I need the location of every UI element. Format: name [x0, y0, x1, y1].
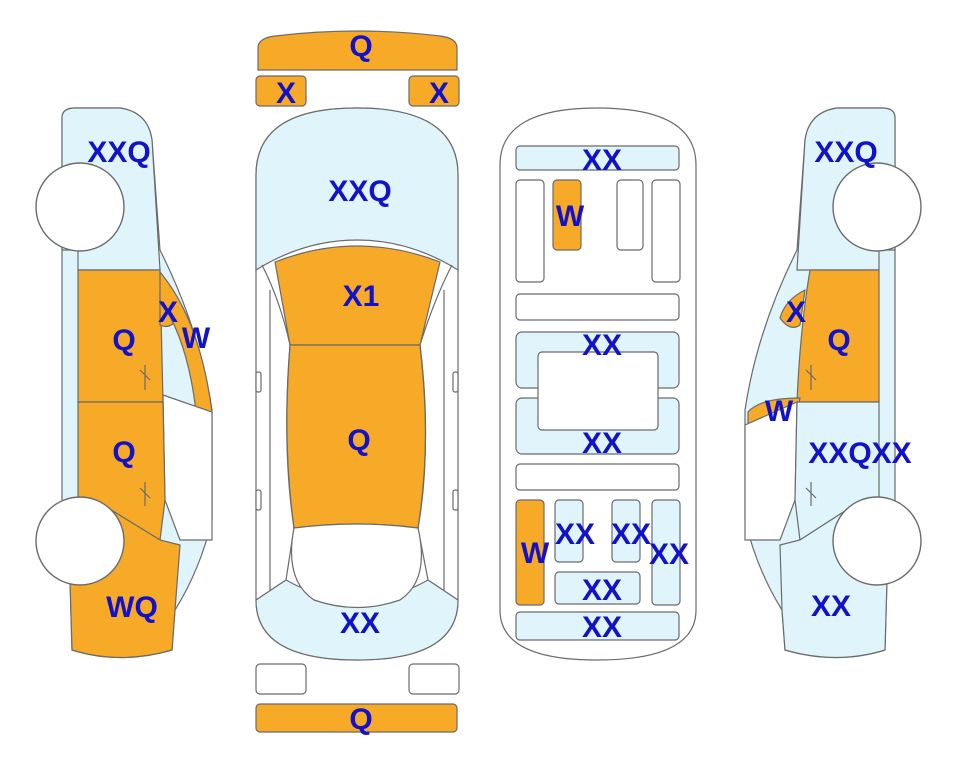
- top-left-headlight[interactable]: [255, 75, 307, 107]
- top-left-mirror: [255, 371, 262, 393]
- top-hood[interactable]: [274, 245, 441, 346]
- top-windshield[interactable]: [255, 107, 459, 272]
- mark-right-a-pillar: X: [786, 296, 806, 329]
- floor-rear-bottom-upper[interactable]: [554, 571, 641, 605]
- mark-top-rear-window: XX: [340, 607, 380, 640]
- mark-floor-middle-upper: XX: [582, 329, 622, 362]
- top-right-mirror: [452, 371, 459, 393]
- mark-floor-front: XX: [582, 144, 622, 177]
- floor-rear-left[interactable]: [515, 499, 545, 606]
- right-a-pillar[interactable]: [779, 288, 806, 328]
- mark-left-rear-quarter: WQ: [106, 591, 158, 624]
- mark-floor-rear-right: XX: [649, 538, 689, 571]
- mark-floor-rear-bottom-lower: XX: [582, 611, 622, 644]
- mark-top-hood: X1: [343, 280, 380, 313]
- right-side-view: XXQ X Q W XXQXX XX: [744, 107, 922, 659]
- left-side-view: XXQ X W Q Q WQ: [35, 107, 213, 659]
- mark-left-front-fender: XXQ: [87, 136, 150, 169]
- floor-rear-right[interactable]: [651, 499, 681, 606]
- mark-top-front-bumper: Q: [349, 30, 372, 63]
- mark-right-rear-quarter: XX: [811, 590, 851, 623]
- mark-right-rear-door: XXQXX: [808, 437, 911, 470]
- mark-top-windshield: XXQ: [328, 175, 391, 208]
- mark-top-right-headlight: X: [429, 77, 449, 110]
- floor-view: XX W XX XX W XX XX XX XX XX: [499, 107, 697, 661]
- right-rear-wheel: [832, 496, 922, 586]
- mark-right-front-fender: XXQ: [814, 136, 877, 169]
- floor-front-panel[interactable]: [515, 145, 680, 171]
- top-right-taillight: [408, 663, 460, 695]
- top-left-taillight: [255, 663, 307, 695]
- floor-rear-center-left[interactable]: [554, 499, 584, 563]
- mark-floor-rear-center-right: XX: [611, 518, 651, 551]
- mark-floor-middle-lower: XX: [582, 427, 622, 460]
- mark-left-rear-door: Q: [112, 436, 135, 469]
- floor-left-seat[interactable]: [552, 179, 582, 251]
- mark-floor-left-seat: W: [556, 200, 585, 233]
- floor-body-outline: [499, 107, 697, 661]
- top-view: Q X X XXQ X1 Q XX Q: [255, 30, 460, 736]
- mark-top-left-headlight: X: [276, 77, 296, 110]
- mark-floor-rear-bottom-upper: XX: [582, 574, 622, 607]
- left-front-wheel: [35, 162, 125, 252]
- mark-left-mirror: W: [182, 322, 211, 355]
- mark-left-front-door: Q: [112, 324, 135, 357]
- mark-floor-rear-left: W: [521, 537, 550, 570]
- top-front-bumper[interactable]: [257, 30, 458, 71]
- top-right-headlight[interactable]: [408, 75, 460, 107]
- mark-top-roof: Q: [347, 424, 370, 457]
- floor-rear-center-right[interactable]: [611, 499, 641, 563]
- right-front-wheel: [832, 162, 922, 252]
- top-rear-bumper[interactable]: [255, 703, 458, 733]
- mark-top-rear-bumper: Q: [349, 703, 372, 736]
- floor-rear-bottom-lower[interactable]: [515, 611, 680, 641]
- mark-right-front-door: Q: [827, 324, 850, 357]
- left-rear-wheel: [35, 496, 125, 586]
- mark-left-a-pillar: X: [158, 296, 178, 329]
- mark-right-mirror: W: [765, 395, 794, 428]
- mark-floor-rear-center-left: XX: [555, 518, 595, 551]
